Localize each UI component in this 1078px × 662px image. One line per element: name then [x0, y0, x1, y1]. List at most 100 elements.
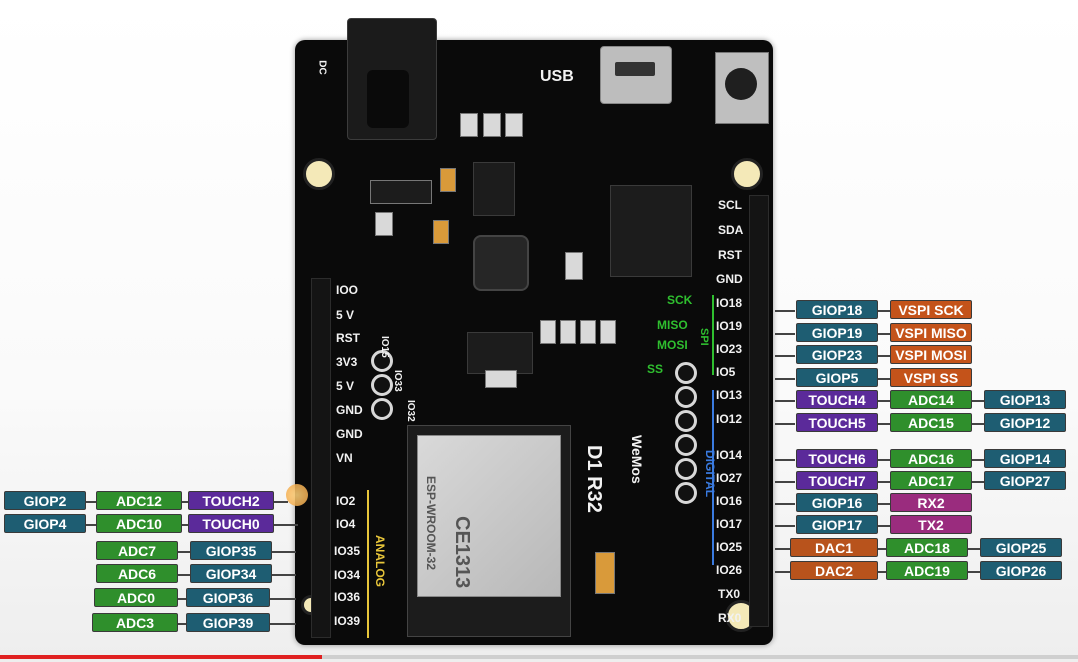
tag-adc17: ADC17	[890, 471, 972, 490]
pin-scl: SCL	[718, 198, 742, 212]
tag-touch5: TOUCH5	[796, 413, 878, 432]
pin-3v3: 3V3	[336, 355, 358, 369]
capacitor	[440, 168, 456, 192]
pin-io26: IO26	[716, 563, 743, 577]
board-name: D1 R32	[583, 445, 605, 513]
tag-touch4: TOUCH4	[796, 390, 878, 409]
video-progress-played[interactable]	[0, 655, 322, 659]
connector-line	[775, 333, 795, 335]
tag-giop19: GIOP19	[796, 323, 878, 342]
sd-pin	[675, 386, 697, 408]
tag-giop17: GIOP17	[796, 515, 878, 534]
smd-part	[483, 113, 501, 137]
connector-line	[182, 524, 188, 526]
connector-line	[878, 525, 890, 527]
pin-io23: IO23	[716, 342, 743, 356]
tag-tx2: TX2	[890, 515, 972, 534]
usb-label: USB	[540, 68, 574, 85]
connector-line	[878, 423, 890, 425]
tag-vspi-mosi: VSPI MOSI	[890, 345, 972, 364]
capacitor	[595, 552, 615, 594]
miso-label: MISO	[657, 318, 688, 332]
connector-line	[775, 400, 795, 402]
module-code: CE1313	[451, 516, 473, 589]
connector-line	[178, 574, 190, 576]
connector-line	[972, 481, 984, 483]
connector-line	[272, 574, 296, 576]
sd-pin	[675, 458, 697, 480]
header-pin	[371, 398, 393, 420]
connector-line	[775, 548, 790, 550]
tag-giop2: GIOP2	[4, 491, 86, 510]
regulator-chip	[473, 162, 515, 216]
smd-part	[460, 113, 478, 137]
pin-io12: IO12	[716, 412, 743, 426]
connector-line	[86, 501, 96, 503]
connector-line	[178, 598, 186, 600]
sd-pin	[675, 410, 697, 432]
tag-vspi-sck: VSPI SCK	[890, 300, 972, 319]
highlight-marker	[286, 484, 308, 506]
connector-line	[270, 623, 296, 625]
pin-5v-2: 5 V	[336, 379, 355, 393]
tag-adc12: ADC12	[96, 491, 182, 510]
tag-giop5: GIOP5	[796, 368, 878, 387]
tag-adc19: ADC19	[886, 561, 968, 580]
pin-io36: IO36	[334, 590, 361, 604]
tag-adc15: ADC15	[890, 413, 972, 432]
sd-pin	[675, 362, 697, 384]
connector-line	[775, 459, 795, 461]
smd-part	[505, 113, 523, 137]
connector-line	[182, 501, 188, 503]
smd-part	[565, 252, 583, 280]
tag-adc16: ADC16	[890, 449, 972, 468]
tag-giop13: GIOP13	[984, 390, 1066, 409]
digital-bracket	[712, 390, 714, 565]
esp32-board: DC USB IO15 IO33 IO32 ESP-WROOM-32 CE131…	[295, 18, 773, 645]
smd-part	[580, 320, 596, 344]
smd-part	[540, 320, 556, 344]
smd-part	[600, 320, 616, 344]
connector-line	[878, 503, 890, 505]
io33-label: IO33	[392, 370, 403, 392]
pin-io4: IO4	[336, 517, 356, 531]
tag-adc18: ADC18	[886, 538, 968, 557]
tag-adc7: ADC7	[96, 541, 178, 560]
pin-io5: IO5	[716, 365, 736, 379]
connector-line	[878, 355, 890, 357]
pin-gnd-left: GND	[336, 403, 363, 417]
video-progress-remaining[interactable]	[322, 655, 1078, 659]
connector-line	[775, 481, 795, 483]
connector-line	[878, 459, 890, 461]
tag-giop14: GIOP14	[984, 449, 1066, 468]
pin-io14: IO14	[716, 448, 743, 462]
connector-line	[878, 378, 890, 380]
pin-io2: IO2	[336, 494, 356, 508]
tag-rx2: RX2	[890, 493, 972, 512]
reset-button-cap[interactable]	[725, 68, 757, 100]
left-pin-header	[311, 278, 331, 638]
connector-line	[775, 355, 795, 357]
mount-hole	[731, 158, 763, 190]
pin-rst-left: RST	[336, 331, 360, 345]
tag-adc3: ADC3	[92, 613, 178, 632]
tag-giop16: GIOP16	[796, 493, 878, 512]
pin-5v: 5 V	[336, 308, 355, 322]
connector-line	[775, 378, 795, 380]
smd-part	[560, 320, 576, 344]
tag-giop12: GIOP12	[984, 413, 1066, 432]
tag-giop25: GIOP25	[980, 538, 1062, 557]
connector-line	[270, 598, 296, 600]
analog-label: ANALOG	[373, 535, 387, 587]
smd-part	[375, 212, 393, 236]
tag-giop4: GIOP4	[4, 514, 86, 533]
dc-jack-socket	[367, 70, 409, 128]
pin-rst: RST	[718, 248, 742, 262]
mount-hole	[303, 158, 335, 190]
inductor	[473, 235, 529, 291]
tag-adc0: ADC0	[94, 588, 178, 607]
io15-label: IO15	[379, 336, 390, 358]
connector-line	[878, 400, 890, 402]
tag-touch0: TOUCH0	[188, 514, 274, 533]
pin-vn: VN	[336, 451, 353, 465]
